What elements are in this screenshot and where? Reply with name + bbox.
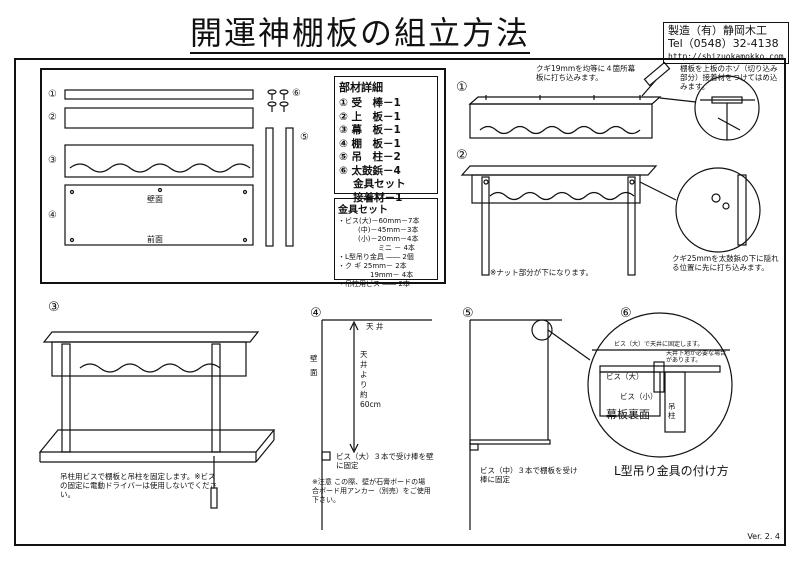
part-num-3: ③	[48, 155, 57, 166]
step6-label2: 天井下地が必要な場合があります。	[666, 350, 727, 364]
version-label: Ver. 2. 4	[747, 532, 780, 541]
bom-row: ① 受 棒－1	[339, 97, 401, 109]
part-tsuri-bashira-1	[265, 127, 274, 247]
part-maku-ita	[64, 144, 254, 178]
step6-big-screw: ビス（大）	[606, 372, 644, 381]
hardware-row: ・吊柱用ビス ―― 2本	[338, 280, 410, 288]
step4-ceiling: 天 井	[366, 322, 384, 331]
page-title: 開運神棚板の組立方法	[190, 14, 531, 54]
part-tsuri-bashira-2	[285, 127, 294, 247]
part-uke-bou	[64, 89, 254, 100]
company-name: 製造（有）静岡木工	[668, 24, 767, 37]
part-num-6: ⑥	[292, 88, 301, 99]
step6-label1: ビス（大）で天井に固定します。	[614, 341, 704, 348]
hardware-row: 19mm－ 4本	[370, 271, 414, 279]
step4-wall: 壁 面	[310, 354, 318, 377]
part-tana-ita	[64, 184, 254, 246]
step6-title: L型吊り金具の付け方	[614, 464, 729, 478]
step1-note2: 棚板を上板のホゾ（切り込み部分）接着材をつけてはめ込みます。	[680, 64, 778, 91]
step4-note: ビス（大）３本で受け棒を壁に固定	[336, 452, 434, 470]
step-num-4: ④	[310, 306, 322, 321]
bom-row: 接着材－1	[339, 191, 403, 204]
parts-box	[40, 68, 446, 284]
hardware-row: (中)－45mm－3本	[358, 226, 419, 234]
part-taiko-byou	[267, 89, 289, 112]
bom-box: 部材詳細 ① 受 棒－1 ② 上 板－1 ③ 幕 板－1 ④ 棚 板－1 ⑤ 吊…	[334, 76, 438, 204]
step6-small-screw: ビス（小）	[620, 392, 658, 401]
hardware-row: ・ク ギ 25mm－ 2本	[338, 262, 407, 270]
step-num-1: ①	[456, 80, 468, 95]
company-box: 製造（有）静岡木工 Tel（0548）32-4138 http://shizuo…	[663, 22, 789, 64]
hardware-header: 金具セット	[338, 205, 388, 216]
part-num-5: ⑤	[300, 132, 309, 143]
step6-post: 吊柱	[668, 402, 676, 420]
step2-note2: クギ25mmを太鼓鋲の下に隠れる位置に先に打ち込みます。	[672, 254, 779, 272]
step2-note: ※ナット部分が下になります。	[490, 268, 594, 277]
hardware-row: ミニ － 4本	[378, 244, 415, 252]
step6-backboard: 幕板裏面	[606, 408, 650, 421]
part-ue-ita	[64, 107, 254, 129]
company-url[interactable]: http://shizuokamokko.com	[668, 52, 784, 61]
part-maku-wave	[69, 163, 251, 173]
bom-row: ③ 幕 板－1	[339, 124, 401, 136]
bom-row: ④ 棚 板－1	[339, 137, 401, 150]
step4-caution: ※注意 この際、壁が石膏ボードの場合ボード用アンカー（別売）をご使用下さい。	[312, 478, 431, 504]
part-num-2: ②	[48, 112, 57, 123]
step-num-5: ⑤	[462, 306, 474, 321]
step1-note: クギ19mmを均等に４箇所幕板に打ち込みます。	[536, 64, 636, 82]
bom-row: ② 上 板－1	[339, 110, 401, 123]
step-num-2: ②	[456, 148, 468, 163]
bom-row: ⑥ 太鼓鋲－4	[339, 164, 401, 177]
step5-drawing	[469, 319, 562, 530]
hardware-box: 金具セット ・ビス(大)－60mm－7本 (中)－45mm－3本 (小)－20m…	[334, 198, 438, 288]
step3-drawing	[38, 331, 276, 509]
hardware-row: ・ビス(大)－60mm－7本	[338, 217, 420, 225]
step3-note: 吊柱用ビスで棚板と吊柱を固定します。※ビスの固定に電動ドライバーは使用しないでく…	[60, 472, 218, 499]
part-num-1: ①	[48, 89, 57, 100]
step4-drawing	[321, 319, 432, 530]
step2-drawing	[460, 165, 761, 276]
part-label-front: 前面	[147, 235, 163, 244]
company-tel: Tel（0548）32-4138	[668, 37, 779, 50]
step1-drawing	[468, 61, 760, 141]
part-num-4: ④	[48, 210, 57, 221]
step4-dim: 天井より約60cm	[360, 350, 381, 409]
step-num-3: ③	[48, 300, 60, 315]
bom-row: ⑤ 吊 柱－2	[339, 151, 401, 163]
hardware-row: (小)－20mm－4本	[358, 235, 419, 243]
step6-drawing	[547, 312, 733, 458]
bom-header: 部材詳細	[339, 81, 383, 94]
bom-row: 金具セット	[339, 178, 406, 190]
step-num-6: ⑥	[620, 306, 632, 321]
part-label-back: 壁面	[147, 195, 163, 204]
hardware-row: ・L型吊り金具 ―― 2個	[338, 253, 414, 261]
step5-note: ビス（中）３本で棚板を受け棒に固定	[480, 466, 578, 484]
main-frame	[14, 58, 786, 546]
